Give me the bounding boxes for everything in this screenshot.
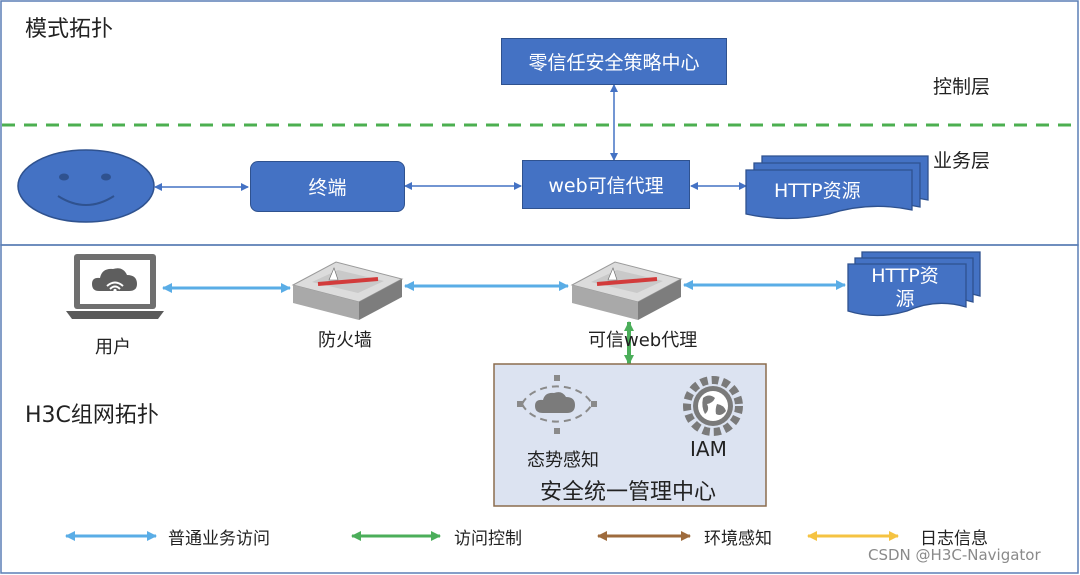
legend-normal-access-label: 普通业务访问 — [168, 529, 270, 549]
h3c-topology-title: H3C组网拓扑 — [25, 403, 159, 428]
web-proxy-box: web可信代理 — [522, 160, 690, 209]
watermark: CSDN @H3C-Navigator — [868, 546, 1041, 564]
firewall-device-icon — [291, 261, 404, 320]
http-resource-stack-top — [745, 155, 929, 220]
iam-label: IAM — [690, 437, 727, 461]
proxy-device-icon — [570, 261, 683, 320]
legend-access-control-label: 访问控制 — [454, 529, 522, 549]
policy-center-box: 零信任安全策略中心 — [501, 38, 727, 85]
http-resource-stack-bottom — [847, 251, 981, 317]
mode-topology-title: 模式拓扑 — [25, 17, 114, 42]
user-label: 用户 — [95, 337, 131, 358]
http-resource-label-mode: HTTP资源 — [774, 180, 861, 202]
globe-gear-icon — [683, 376, 743, 436]
legend-env-awareness-label: 环境感知 — [704, 529, 772, 549]
proxy-label: 可信web代理 — [588, 330, 698, 351]
http-resource-label-h3c: HTTP资源 — [871, 265, 939, 310]
legend-log-info-label: 日志信息 — [920, 529, 988, 549]
firewall-label: 防火墙 — [318, 330, 372, 351]
laptop-cloud-icon — [66, 254, 164, 319]
mgmt-center-label: 安全统一管理中心 — [540, 480, 717, 505]
smiley-face-icon — [17, 149, 155, 223]
situation-awareness-label: 态势感知 — [527, 450, 599, 471]
h3c-section-frame — [0, 244, 1079, 574]
cloud-network-icon — [517, 375, 597, 434]
terminal-box: 终端 — [250, 161, 405, 212]
business-layer-label: 业务层 — [933, 150, 991, 172]
control-layer-label: 控制层 — [933, 76, 991, 98]
